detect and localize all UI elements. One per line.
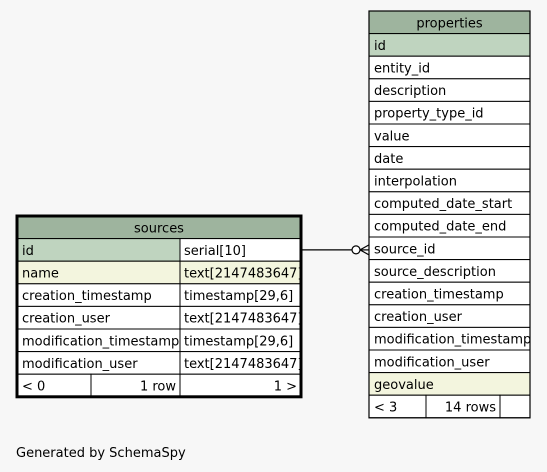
column-row-name[interactable]: text[2147483647] name <box>16 260 303 285</box>
column-row-modification-timestamp[interactable]: modification_timestamp <box>368 326 531 351</box>
column-type: text[2147483647] <box>184 267 303 282</box>
column-row-computed-date-start[interactable]: computed_date_start <box>368 191 531 215</box>
column-name: creation_timestamp <box>22 289 152 304</box>
table-footer: < 0 1 row 1 > <box>16 373 302 398</box>
column-name: source_id <box>374 242 436 257</box>
parents-count[interactable]: < 3 <box>374 401 397 416</box>
table-properties: properties id entity_id description property… <box>368 10 531 419</box>
column-name: creation_timestamp <box>374 288 504 303</box>
parents-count[interactable]: < 0 <box>22 380 45 395</box>
column-name: id <box>374 39 386 54</box>
column-row-computed-date-end[interactable]: computed_date_end <box>368 213 531 238</box>
column-name: source_description <box>374 265 496 280</box>
column-row-creation-timestamp[interactable]: timestamp[29,6] creation_timestamp <box>16 283 302 307</box>
column-row-modification-user[interactable]: modification_user <box>368 349 531 374</box>
column-name: creation_user <box>374 310 463 325</box>
column-row-creation-timestamp[interactable]: creation_timestamp <box>368 281 531 306</box>
column-row-id[interactable]: serial[10] id <box>16 238 302 262</box>
table-border <box>368 10 531 419</box>
column-name: modification_timestamp <box>22 334 179 349</box>
optional-marker-icon <box>351 245 361 255</box>
column-type: timestamp[29,6] <box>184 289 293 304</box>
column-name: entity_id <box>374 62 430 77</box>
table-title[interactable]: sources <box>134 221 184 236</box>
table-sources: sourcesserial[10]idtext[2147483647]namet… <box>15 214 303 399</box>
column-row-entity-id[interactable]: entity_id <box>368 55 531 80</box>
crows-foot-icon <box>359 244 370 256</box>
column-name-cell <box>368 33 531 57</box>
column-row-description[interactable]: description <box>368 78 531 102</box>
column-row-modification-user[interactable]: text[2147483647] modification_user <box>16 351 303 375</box>
column-name: property_type_id <box>374 107 484 122</box>
column-name: name <box>22 267 59 282</box>
column-name-cell <box>16 238 181 262</box>
row-count: 1 row <box>140 380 176 395</box>
column-name: creation_user <box>22 312 111 327</box>
column-name: computed_date_end <box>374 220 506 235</box>
column-name: modification_timestamp <box>374 333 531 348</box>
column-row-value[interactable]: value <box>368 123 531 148</box>
column-type: text[2147483647] <box>184 357 303 372</box>
column-row-creation-user[interactable]: text[2147483647] creation_user <box>16 305 303 330</box>
column-row-source-description[interactable]: source_description <box>368 259 531 283</box>
column-name: interpolation <box>374 175 457 190</box>
relationship-line[interactable] <box>301 244 370 256</box>
column-name: geovalue <box>374 378 434 393</box>
column-name: modification_user <box>374 355 490 370</box>
column-type: timestamp[29,6] <box>184 334 293 349</box>
column-row-creation-user[interactable]: creation_user <box>368 304 531 328</box>
row-count: 14 rows <box>445 401 496 416</box>
column-name: computed_date_start <box>374 197 512 212</box>
column-name: id <box>22 244 34 259</box>
table-title[interactable]: properties <box>416 16 483 31</box>
column-row-modification-timestamp[interactable]: timestamp[29,6] modification_timestamp <box>16 328 302 353</box>
column-row-id[interactable]: id <box>368 33 531 57</box>
generated-by-footer: Generated by SchemaSpy <box>16 446 186 461</box>
column-type: serial[10] <box>184 244 246 259</box>
column-name: modification_user <box>22 357 138 372</box>
column-row-geovalue[interactable]: geovalue <box>368 372 531 396</box>
table-footer: < 3 14 rows <box>368 394 531 419</box>
column-row-source-id[interactable]: source_id <box>368 236 531 261</box>
table-border <box>15 214 303 399</box>
column-row-date[interactable]: date <box>368 146 531 170</box>
column-name: date <box>374 152 403 167</box>
column-type: text[2147483647] <box>184 312 303 327</box>
children-count[interactable]: 1 > <box>274 380 297 395</box>
column-name: description <box>374 84 446 99</box>
column-name: value <box>374 129 410 144</box>
column-row-interpolation[interactable]: interpolation <box>368 168 531 193</box>
column-row-property-type-id[interactable]: property_type_id <box>368 100 531 125</box>
